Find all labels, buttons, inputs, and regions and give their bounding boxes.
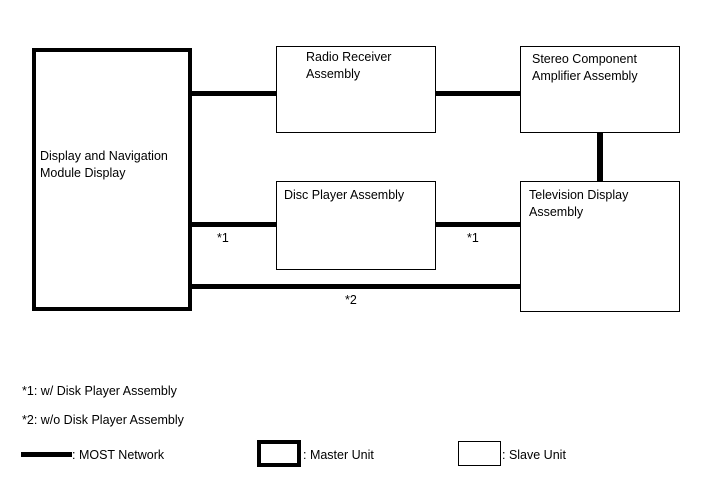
radio-receiver-label: Radio Receiver Assembly	[306, 50, 392, 81]
line-label-disc-right: *1	[467, 231, 479, 245]
legend-master-unit-label: : Master Unit	[303, 448, 374, 462]
television-display-block: Television Display Assembly	[520, 181, 680, 312]
legend-slave-unit-label: : Slave Unit	[502, 448, 566, 462]
most-line-disc-tv	[434, 222, 522, 227]
most-line-radio-amplifier	[434, 91, 522, 96]
display-navigation-module-block: Display and Navigation Module Display	[32, 48, 192, 311]
stereo-amplifier-label: Stereo Component Amplifier Assembly	[532, 52, 638, 83]
disc-player-block: Disc Player Assembly	[276, 181, 436, 270]
television-display-label: Television Display Assembly	[529, 188, 629, 219]
legend-most-network-label: : MOST Network	[72, 448, 165, 462]
most-line-display-tv	[190, 284, 522, 289]
most-line-display-disc	[190, 222, 278, 227]
radio-receiver-block: Radio Receiver Assembly	[276, 46, 436, 133]
footnote-1: *1: w/ Disk Player Assembly	[22, 384, 177, 398]
line-label-disc-left: *1	[217, 231, 229, 245]
legend-master-swatch	[257, 440, 301, 467]
legend-most-line-swatch	[21, 452, 72, 457]
display-navigation-module-label: Display and Navigation Module Display	[40, 149, 168, 180]
footnote-2: *2: w/o Disk Player Assembly	[22, 413, 184, 427]
line-label-bottom: *2	[345, 293, 357, 307]
legend-slave-swatch	[458, 441, 501, 466]
stereo-amplifier-block: Stereo Component Amplifier Assembly	[520, 46, 680, 133]
disc-player-label: Disc Player Assembly	[284, 188, 405, 202]
most-line-amplifier-tv	[597, 131, 603, 183]
most-line-display-radio	[190, 91, 278, 96]
